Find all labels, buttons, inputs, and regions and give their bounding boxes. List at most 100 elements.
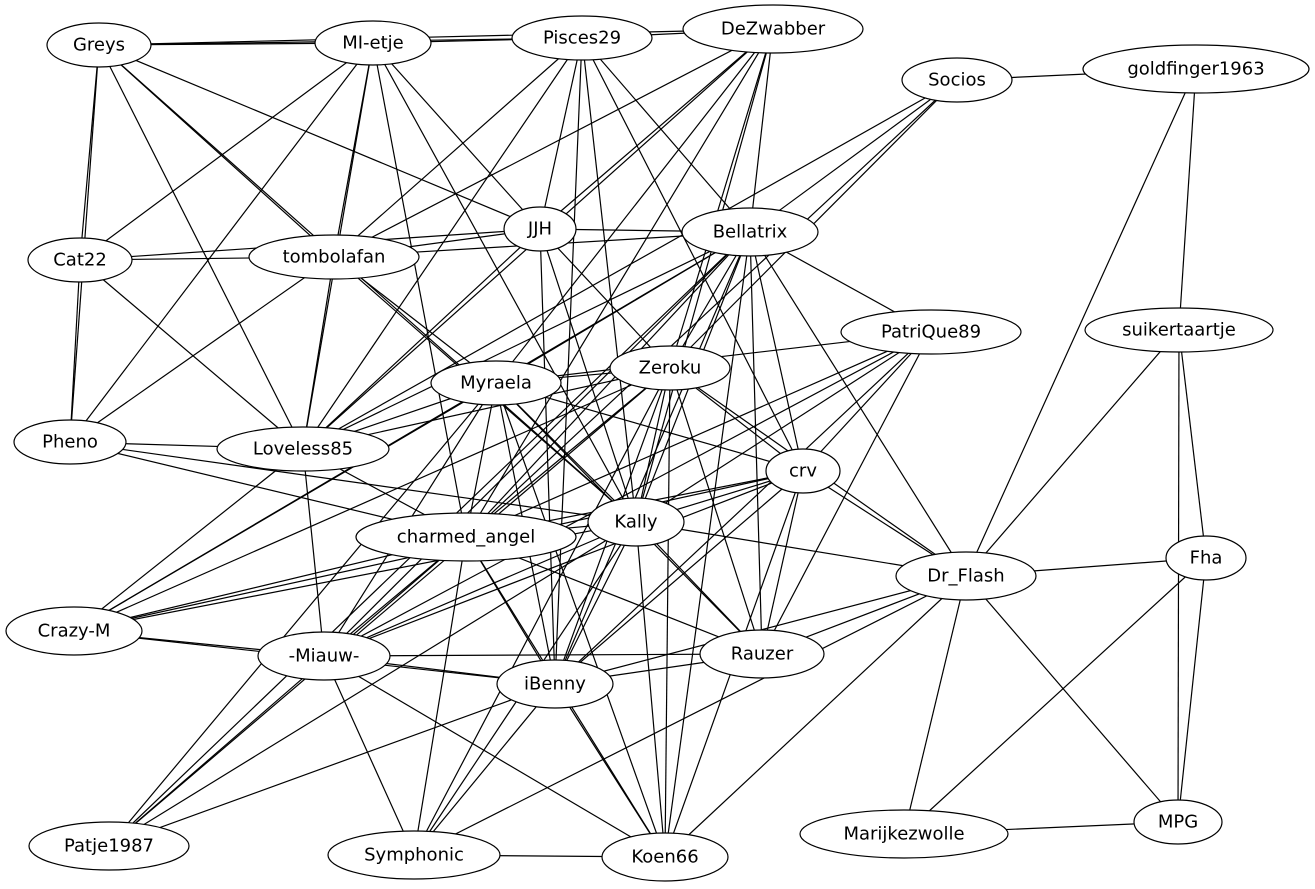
edge-bellatrix-charmed-angel (465, 231, 751, 538)
node-ellipse (327, 830, 501, 880)
node-ellipse (248, 234, 420, 280)
edge-greys-jjh (98, 44, 541, 230)
node-jjh: JJH (503, 206, 577, 252)
node-ellipse (13, 419, 127, 465)
node-patrique89: PatriQue89 (840, 309, 1022, 355)
edge-suikertaartje-dr-flash (965, 329, 1180, 577)
node-ellipse (430, 360, 562, 406)
edge-greys-loveless85 (98, 44, 304, 450)
edge-mi-etje-pheno (69, 42, 374, 443)
edge-pisces29-bellatrix (581, 37, 751, 233)
edge-miauw-rauzer (323, 653, 763, 657)
edge-pheno-kally (69, 441, 637, 523)
node-label: Marijkezwolle (843, 824, 964, 845)
edge-zeroku-rauzer (669, 367, 763, 655)
edge-crv-rauzer (761, 470, 804, 655)
edge-ibenny-koen66 (554, 683, 666, 858)
node-label: Myraela (460, 373, 532, 394)
node-label: Loveless85 (253, 439, 353, 460)
node-greys: Greys (46, 22, 152, 68)
node-label: Koen66 (631, 847, 698, 868)
node-mi-etje: MI-etje (314, 20, 432, 66)
node-zeroku: Zeroku (609, 345, 731, 391)
node-ellipse (46, 22, 152, 68)
edge-dezwabber-charmed-angel (465, 28, 774, 538)
edge-bellatrix-rauzer (749, 231, 763, 655)
node-mpg: MPG (1133, 799, 1223, 845)
edge-cat22-loveless85 (79, 259, 304, 450)
node-label: Cat22 (53, 250, 107, 271)
edge-ibenny-patje1987 (108, 683, 556, 847)
node-bellatrix: Bellatrix (681, 207, 819, 257)
node-label: JJH (527, 219, 552, 240)
node-tombolafan: tombolafan (248, 234, 420, 280)
node-ellipse (257, 631, 391, 681)
edge-goldfinger1963-dr-flash (965, 68, 1197, 577)
node-label: tombolafan (283, 247, 386, 268)
edge-dr-flash-koen66 (664, 575, 967, 858)
edge-bellatrix-koen66 (664, 231, 751, 858)
edge-zeroku-koen66 (664, 367, 671, 858)
node-label: MI-etje (342, 33, 404, 54)
node-ellipse (601, 832, 729, 882)
edge-suikertaartje-mpg (1177, 329, 1180, 823)
node-ellipse (1165, 535, 1247, 581)
node-ellipse (765, 448, 841, 494)
edge-dr-flash-marijkezwolle (903, 575, 967, 835)
edge-dezwabber-tombolafan (333, 28, 774, 258)
node-cat22: Cat22 (27, 237, 133, 283)
edge-patrique89-kally (635, 331, 932, 523)
edge-fha-mpg (1177, 557, 1207, 823)
node-label: Bellatrix (713, 222, 788, 243)
edge-zeroku-charmed-angel (465, 367, 671, 538)
node-label: Symphonic (364, 845, 464, 866)
edge-pisces29-ibenny (554, 37, 583, 685)
node-label: Pheno (42, 432, 98, 453)
node-label: charmed_angel (397, 527, 535, 548)
edge-tombolafan-pheno (69, 256, 335, 443)
edge-kally-miauw (323, 521, 637, 657)
node-label: PatriQue89 (881, 322, 981, 343)
node-label: Zeroku (639, 358, 702, 379)
node-label: Rauzer (731, 644, 794, 665)
node-label: Greys (73, 35, 125, 56)
edge-bellatrix-loveless85 (302, 231, 751, 450)
node-label: Dr_Flash (927, 566, 1004, 587)
node-ellipse (1133, 799, 1223, 845)
node-ellipse (28, 821, 190, 871)
edge-zeroku-kally (635, 367, 671, 523)
edge-dezwabber-myraela (495, 28, 774, 384)
edge-zeroku-symphonic (413, 367, 671, 856)
edge-loveless85-crazy-m (73, 448, 304, 632)
node-ellipse (314, 20, 432, 66)
node-label: MPG (1158, 812, 1198, 833)
node-rauzer: Rauzer (699, 629, 825, 679)
edge-dr-flash-symphonic (413, 575, 967, 856)
edge-patrique89-charmed-angel (465, 331, 932, 538)
edge-suikertaartje-fha (1178, 329, 1207, 559)
node-ellipse (496, 659, 614, 709)
node-ellipse (503, 206, 577, 252)
edge-patrique89-ibenny (554, 331, 932, 685)
edge-ibenny-symphonic (413, 683, 556, 856)
node-crazy-m: Crazy-M (5, 606, 143, 656)
node-ellipse (511, 15, 653, 61)
edge-bellatrix-ibenny (554, 231, 751, 685)
node-ellipse (1084, 307, 1274, 353)
node-ellipse (799, 809, 1009, 859)
node-ellipse (901, 57, 1013, 103)
node-patje1987: Patje1987 (28, 821, 190, 871)
node-ellipse (1082, 44, 1310, 94)
edge-cat22-pheno (69, 259, 81, 443)
edge-bellatrix-dr-flash (749, 231, 967, 577)
edge-dezwabber-bellatrix (749, 28, 774, 233)
node-ellipse (682, 4, 864, 54)
edge-miauw-symphonic (323, 655, 415, 856)
edge-pisces29-kally (581, 37, 637, 523)
node-ellipse (699, 629, 825, 679)
edge-charmed-angel-symphonic (413, 536, 467, 856)
edge-jjh-loveless85 (302, 228, 541, 450)
node-label: Socios (928, 70, 986, 91)
edge-jjh-zeroku (539, 228, 671, 369)
